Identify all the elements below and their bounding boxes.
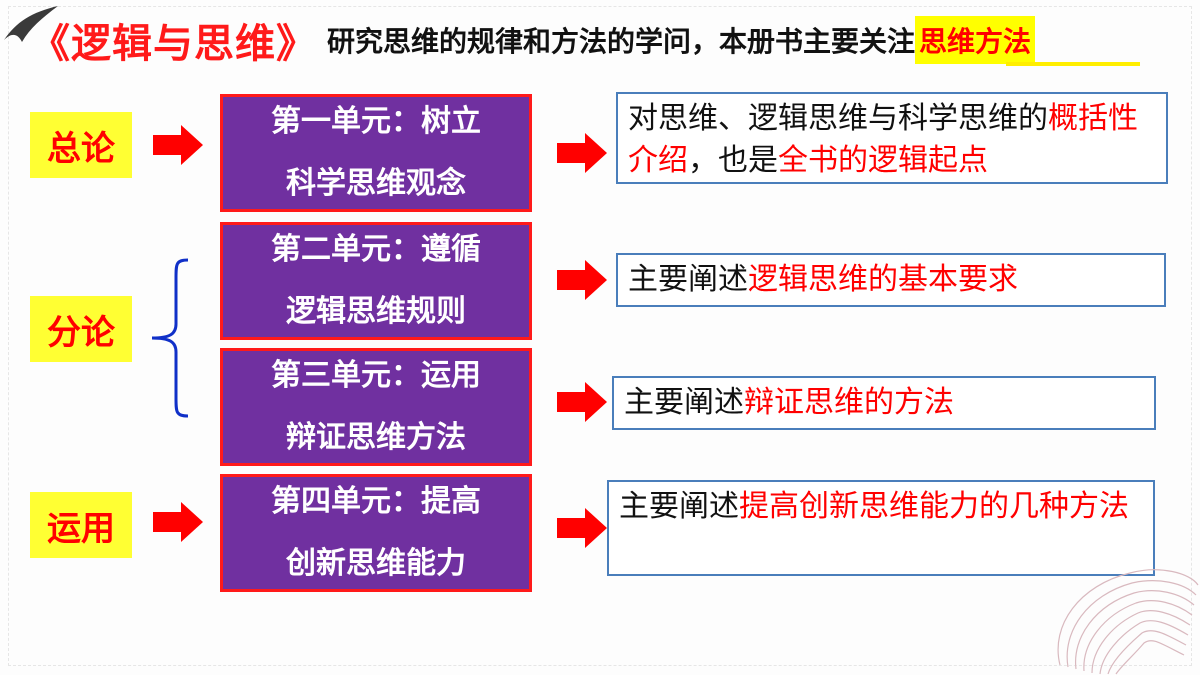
unit-4-line1: 第四单元：提高 [271,484,481,519]
description-box-4: 主要阐述提高创新思维能力的几种方法 [607,480,1155,576]
arrow-right-icon [557,382,607,422]
unit-2-line1: 第二单元：遵循 [271,232,481,267]
desc-1-highlight-2: 全书的逻辑起点 [778,143,988,178]
slide-border [8,6,1192,666]
unit-1-line2: 科学思维观念 [286,166,466,201]
unit-3-line1: 第三单元：运用 [271,358,481,393]
label-detail: 分论 [30,296,132,362]
unit-4-line2: 创新思维能力 [286,546,466,581]
desc-4-plain: 主要阐述 [619,489,739,524]
label-general: 总论 [30,112,132,178]
unit-box-2: 第二单元：遵循 逻辑思维规则 [220,222,532,340]
desc-1-highlight: 概括性介绍 [628,101,1138,178]
desc-1-mid: ，也是 [688,143,778,178]
title-underline [1006,62,1140,66]
arrow-right-icon [153,502,203,542]
unit-box-4: 第四单元：提高 创新思维能力 [220,474,532,592]
label-application: 运用 [30,492,132,558]
desc-3-highlight: 辩证思维的方法 [744,385,954,420]
swirl-decoration-icon [1057,569,1199,675]
arrow-right-icon [557,133,607,173]
desc-1-plain: 对思维、逻辑思维与科学思维的 [628,101,1048,136]
description-box-1: 对思维、逻辑思维与科学思维的概括性介绍，也是全书的逻辑起点 [616,92,1168,184]
unit-2-line2: 逻辑思维规则 [286,294,466,329]
swoosh-decoration-icon [4,6,58,42]
desc-2-plain: 主要阐述 [628,262,748,297]
description-box-2: 主要阐述逻辑思维的基本要求 [616,253,1166,307]
slide-title: 《逻辑与思维》 研究思维的规律和方法的学问，本册书主要关注 思维方法 [30,12,1036,68]
brace-icon [151,258,189,418]
title-highlight: 思维方法 [915,16,1036,64]
unit-box-3: 第三单元：运用 辩证思维方法 [220,348,532,466]
arrow-right-icon [557,260,607,300]
description-box-3: 主要阐述辩证思维的方法 [612,376,1156,430]
desc-4-highlight: 提高创新思维能力的几种方法 [739,489,1129,524]
arrow-right-icon [153,125,203,165]
desc-2-highlight: 逻辑思维的基本要求 [748,262,1018,297]
unit-3-line2: 辩证思维方法 [286,420,466,455]
title-description: 研究思维的规律和方法的学问，本册书主要关注 [327,25,916,58]
unit-1-line1: 第一单元：树立 [271,104,481,139]
arrow-right-icon [557,508,607,548]
book-title: 《逻辑与思维》 [30,21,317,67]
desc-3-plain: 主要阐述 [624,385,744,420]
unit-box-1: 第一单元：树立 科学思维观念 [220,94,532,212]
